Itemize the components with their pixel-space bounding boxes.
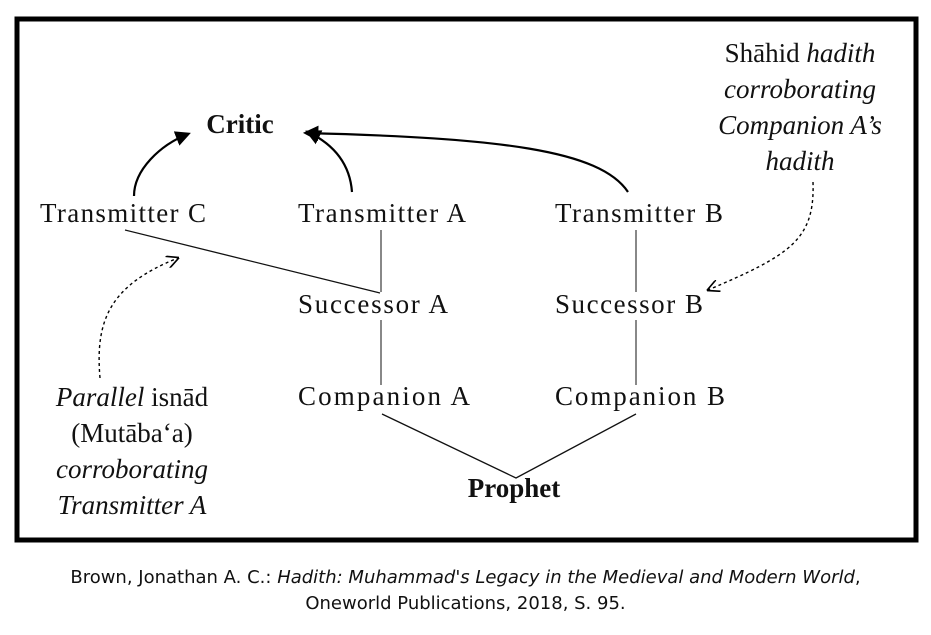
parallel-line-4: Transmitter A [58, 490, 207, 520]
node-successor-a: Successor A [298, 289, 449, 319]
edge-companions-prophet [381, 413, 637, 479]
edge-transmitter-c-successor-a [124, 229, 381, 294]
caption: Brown, Jonathan A. C.: Hadith: Muhammad'… [0, 565, 931, 617]
shahid-label: Shāhid [725, 38, 807, 68]
caption-comma: , [854, 567, 861, 588]
caption-title: Hadith: Muhammad's Legacy in the Medieva… [277, 567, 855, 588]
parallel-line-3: corroborating [56, 454, 208, 484]
node-successor-b: Successor B [555, 289, 703, 319]
shahid-line-3: Companion A’s [718, 110, 882, 140]
parallel-line-2: (Mutāba‘a) [71, 418, 192, 448]
svg-text:Shāhid hadith: Shāhid hadith [725, 38, 876, 68]
shahid-hadith-label: hadith [806, 38, 875, 68]
dotted-arrow-shahid [708, 181, 814, 290]
node-transmitter-b: Transmitter B [555, 198, 723, 228]
caption-publisher: Oneworld Publications, 2018, S. 95. [305, 593, 626, 614]
node-prophet: Prophet [468, 473, 561, 503]
node-transmitter-c: Transmitter C [40, 198, 206, 228]
diagram-frame [14, 16, 919, 543]
shahid-line-4: hadith [765, 146, 834, 176]
parallel-note: Parallel isnād (Mutāba‘a) corroborating … [55, 382, 209, 520]
arrow-transmitter-b-critic [302, 125, 629, 193]
dotted-arrow-parallel [98, 258, 178, 379]
parallel-label: Parallel [55, 382, 145, 412]
svg-text:Parallel isnād: Parallel isnād [55, 382, 209, 412]
shahid-line-2: corroborating [724, 74, 876, 104]
caption-author: Brown, Jonathan A. C.: [70, 567, 278, 588]
node-companion-a: Companion A [298, 381, 471, 411]
node-critic: Critic [206, 109, 273, 139]
arrow-transmitter-c-critic [132, 131, 191, 197]
node-companion-b: Companion B [555, 381, 725, 411]
isnad-label: isnād [144, 382, 208, 412]
node-transmitter-a: Transmitter A [298, 198, 467, 228]
shahid-note: Shāhid hadith corroborating Companion A’… [718, 38, 882, 176]
